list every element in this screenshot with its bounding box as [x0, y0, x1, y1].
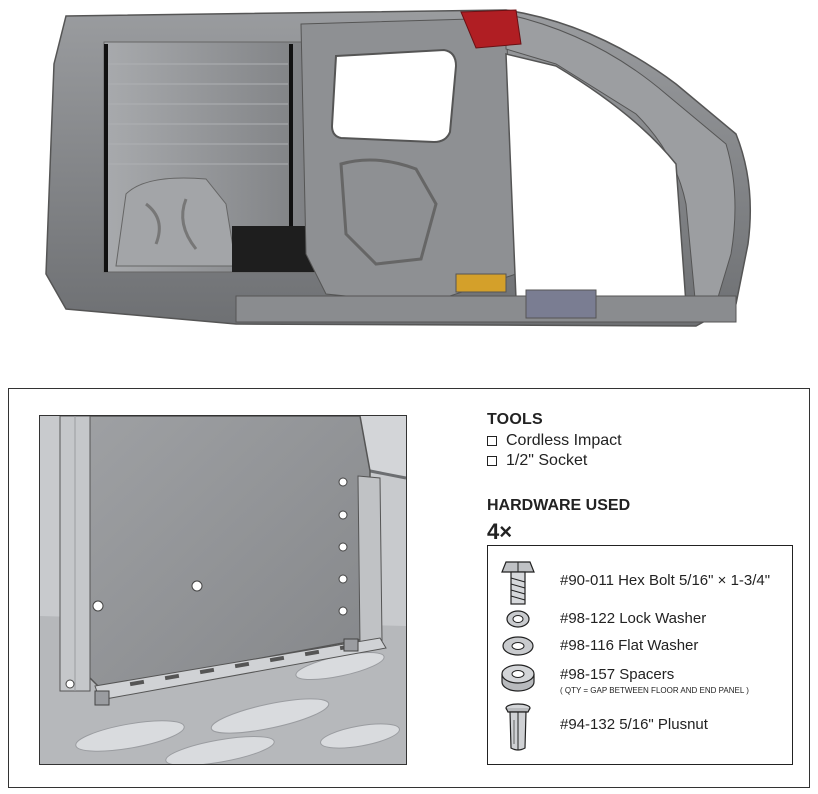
hex-bolt-icon: [501, 561, 535, 605]
hardware-item-label: #98-116 Flat Washer: [560, 637, 699, 654]
tool-item-socket[interactable]: 1/2" Socket: [487, 452, 587, 470]
lock-washer-icon: [506, 610, 530, 628]
tool-item-cordless-impact[interactable]: Cordless Impact: [487, 432, 622, 450]
checkbox-icon[interactable]: [487, 456, 497, 466]
tools-title: TOOLS: [487, 411, 543, 428]
hardware-item-label: #94-132 5/16" Plusnut: [560, 716, 708, 733]
hardware-item-label: #98-157 Spacers: [560, 666, 675, 683]
hardware-item-note: ( QTY = GAP BETWEEN FLOOR AND END PANEL …: [560, 686, 749, 695]
plusnut-icon: [505, 703, 531, 751]
hardware-item-label: #90-011 Hex Bolt 5/16" × 1-3/4": [560, 572, 771, 589]
hardware-item-label: #98-122 Lock Washer: [560, 610, 707, 627]
end-panel-installation-illustration: [39, 415, 407, 765]
hardware-quantity: 4×: [487, 519, 513, 544]
hardware-list: #90-011 Hex Bolt 5/16" × 1-3/4" #98-122 …: [487, 545, 793, 765]
spacer-icon: [501, 664, 535, 692]
flat-washer-icon: [502, 636, 534, 656]
van-body-side-illustration: [36, 4, 788, 334]
checkbox-icon[interactable]: [487, 436, 497, 446]
hardware-title: HARDWARE USED: [487, 497, 631, 514]
instruction-panel: TOOLS Cordless Impact 1/2" Socket HARDWA…: [8, 388, 810, 788]
